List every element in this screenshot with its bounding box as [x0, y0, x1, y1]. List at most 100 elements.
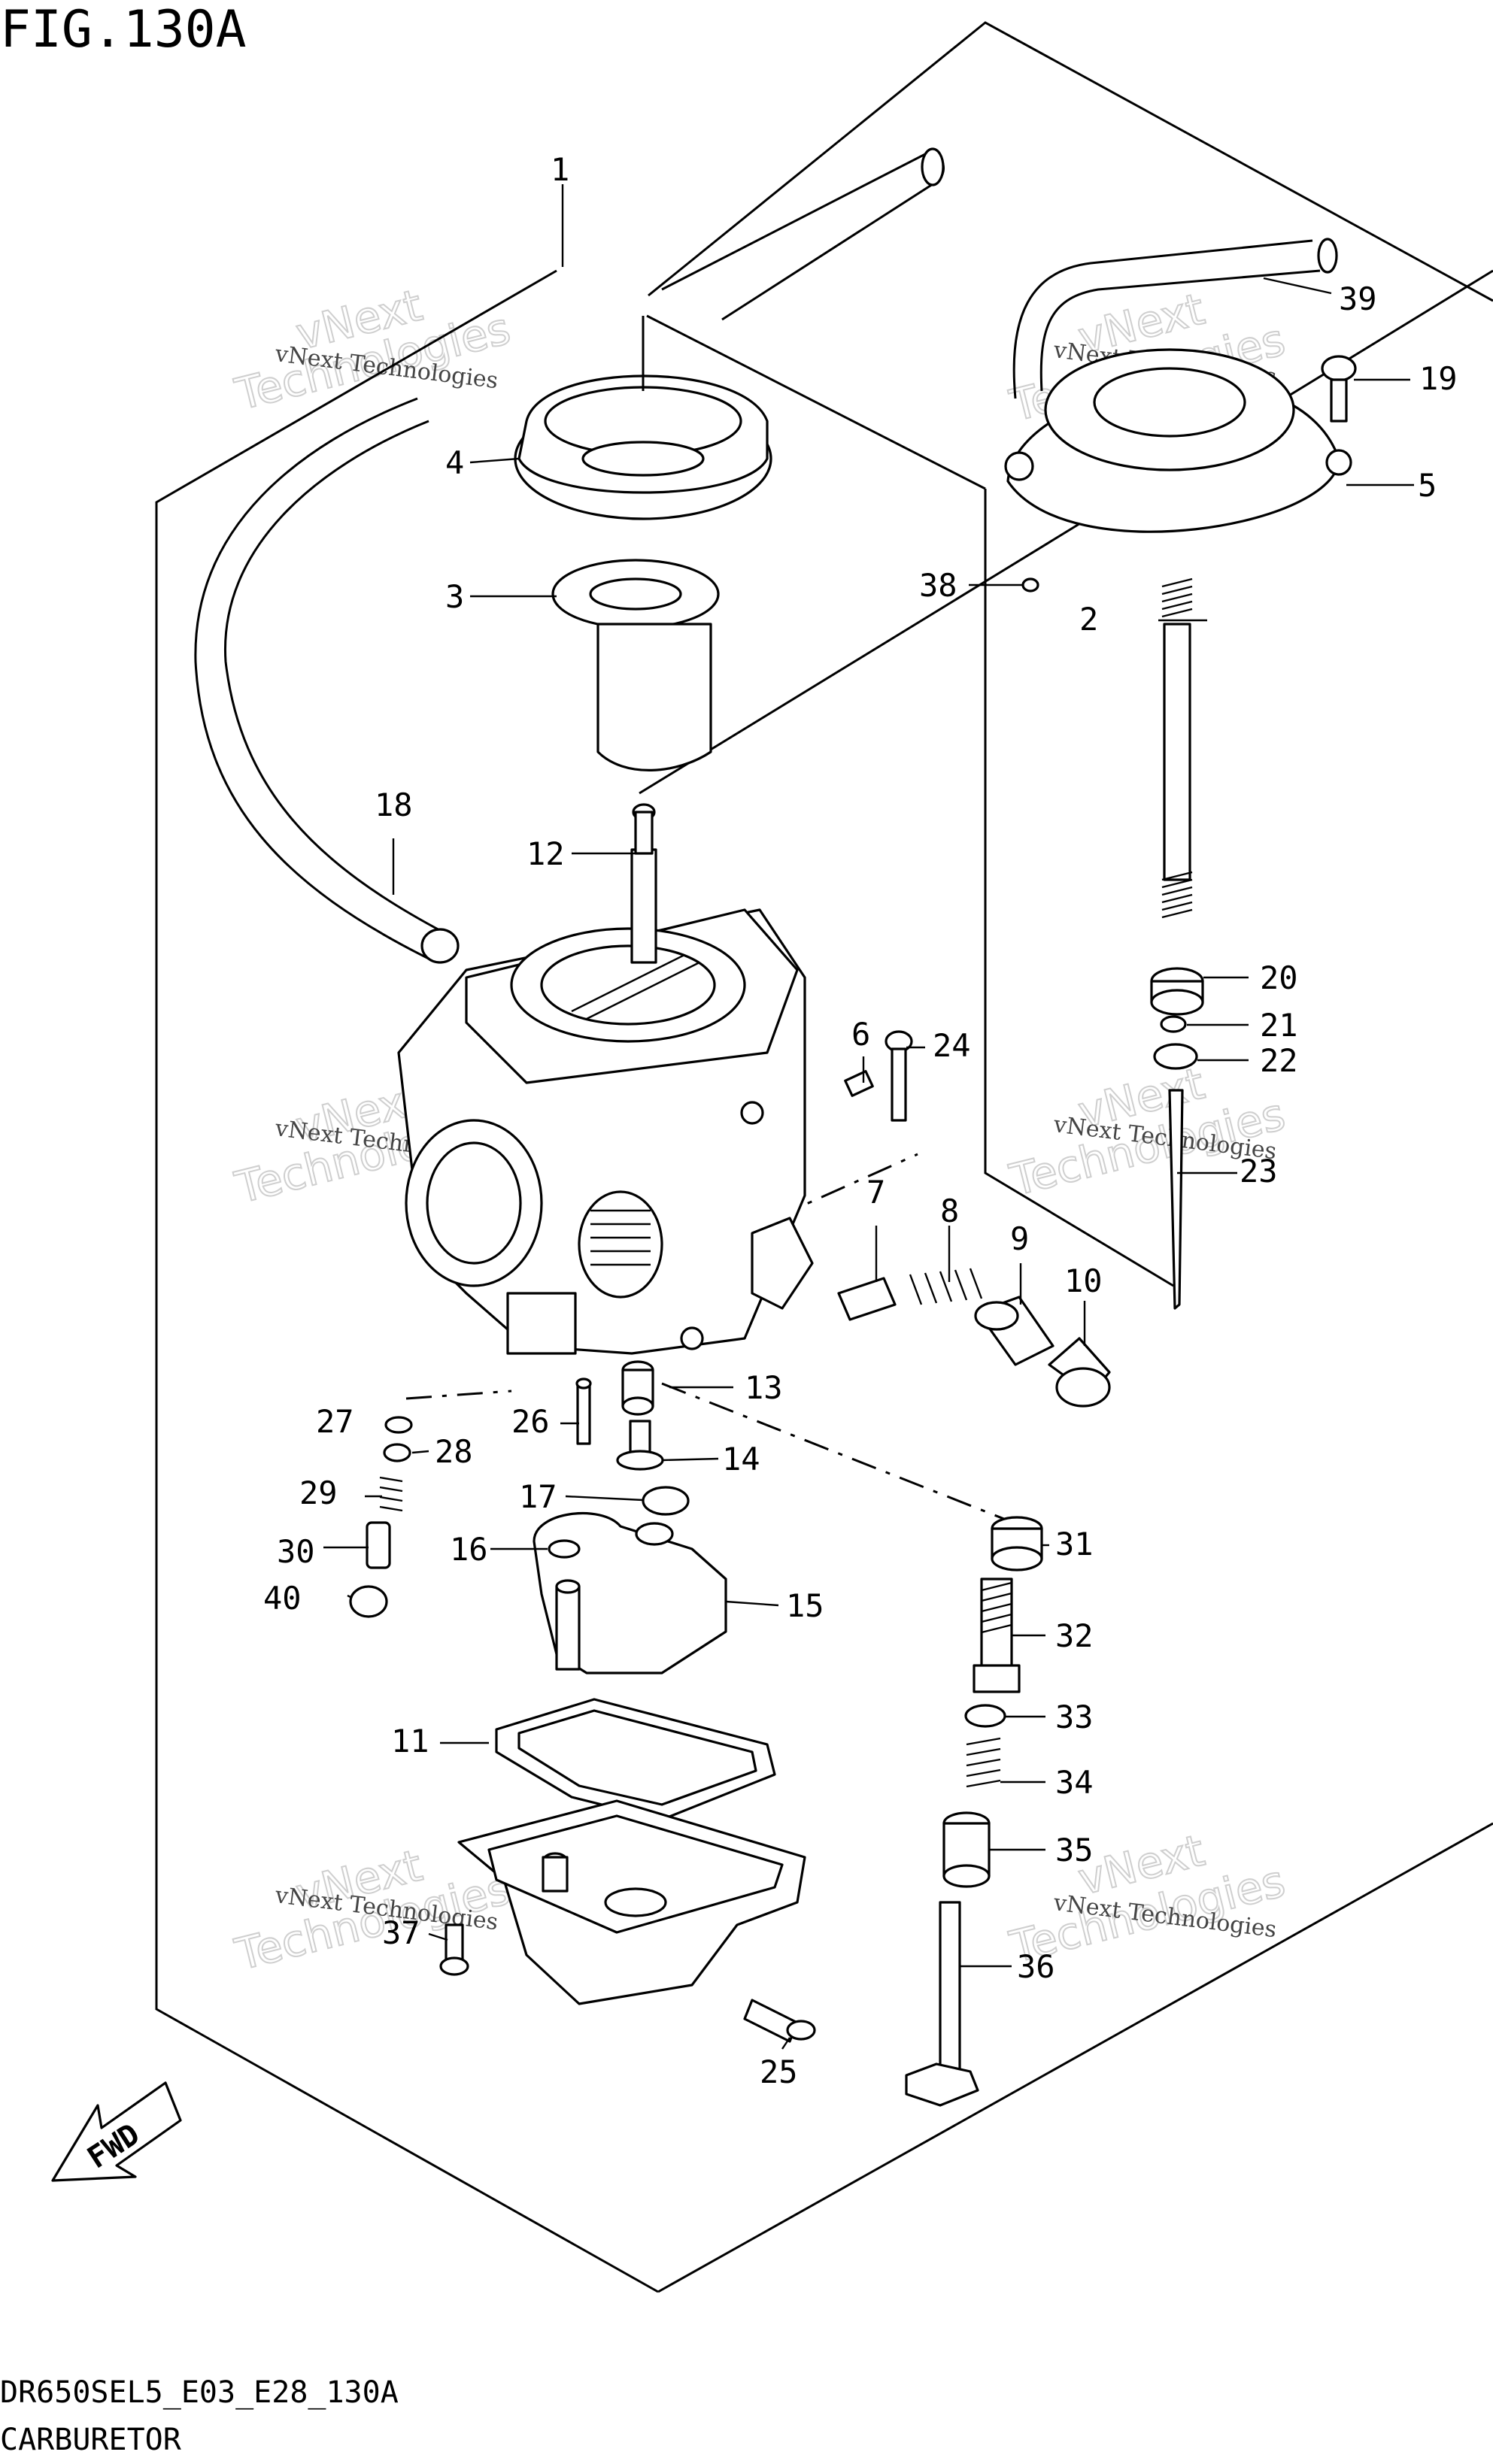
callout-19: 19 [1419, 360, 1458, 397]
assembly-outline-top [648, 21, 1493, 302]
o-ring-17 [642, 1486, 690, 1516]
hose-18 [223, 420, 445, 934]
bolt-32 [973, 1578, 1021, 1693]
callout-39: 39 [1339, 280, 1377, 317]
carburetor-body [397, 803, 814, 1355]
callout-24: 24 [933, 1027, 971, 1064]
callout-18: 18 [375, 786, 413, 823]
fitting-9 [974, 1296, 1055, 1366]
callout-1: 1 [551, 151, 569, 188]
plug-6 [844, 1070, 874, 1097]
spring-29 [379, 1476, 403, 1512]
callout-40: 40 [263, 1580, 302, 1617]
o-ring-33 [964, 1704, 1006, 1728]
callout-21: 21 [1260, 1007, 1298, 1044]
hose-39-inner [1039, 269, 1321, 392]
nut-31 [991, 1516, 1043, 1571]
hose-39-end [1317, 238, 1338, 274]
watermark-bottom-left: Technologies vNext vNext Technologies [229, 1839, 516, 1981]
assembly-outline-right-lower [657, 1822, 1493, 2293]
gasket-11 [495, 1698, 776, 1821]
leader-lines [323, 184, 1414, 2050]
callout-17: 17 [519, 1478, 557, 1515]
accelerator-pump-15 [533, 1512, 727, 1674]
screw-24 [885, 1030, 913, 1122]
callout-37: 37 [382, 1914, 420, 1951]
callout-labels: 1 2 3 4 5 6 7 8 9 10 11 12 13 14 15 16 1… [263, 151, 1458, 2090]
figure-title: FIG.130A [0, 0, 247, 59]
bolt-36 [905, 1901, 979, 2107]
assembly-outline-right [639, 269, 1493, 795]
piston-valve-3 [551, 559, 720, 771]
screw-37 [439, 1923, 469, 1976]
o-ring-27 [384, 1416, 413, 1434]
main-jet-13 [621, 1360, 654, 1416]
callout-23: 23 [1240, 1153, 1278, 1190]
callout-10: 10 [1064, 1262, 1103, 1299]
callout-15: 15 [786, 1587, 824, 1624]
callout-5: 5 [1418, 467, 1437, 504]
vent-hose-1 [661, 151, 945, 321]
o-ring-16 [548, 1539, 581, 1559]
diaphragm-4 [514, 374, 772, 520]
callout-36: 36 [1017, 1948, 1055, 1985]
callout-28: 28 [435, 1433, 473, 1470]
drain-screw-25 [743, 1999, 816, 2043]
callout-12: 12 [526, 835, 565, 872]
callout-33: 33 [1055, 1699, 1094, 1735]
callout-30: 30 [277, 1533, 315, 1570]
callout-4: 4 [445, 444, 464, 481]
callout-11: 11 [391, 1723, 429, 1759]
callout-27: 27 [316, 1403, 354, 1440]
align-line-13 [661, 1382, 1024, 1528]
vent-hose-1-end [921, 147, 945, 186]
jet-needle-23 [1168, 1089, 1184, 1310]
callout-35: 35 [1055, 1832, 1094, 1868]
callout-16: 16 [450, 1531, 488, 1568]
pilot-screw-7 [837, 1277, 897, 1321]
spacer-35 [942, 1811, 991, 1888]
washer-22 [1153, 1043, 1198, 1070]
callout-34: 34 [1055, 1764, 1094, 1801]
callout-3: 3 [445, 578, 464, 615]
spring-2 [1161, 577, 1193, 919]
cap-40 [349, 1585, 388, 1618]
callout-9: 9 [1010, 1220, 1029, 1257]
callout-13: 13 [745, 1369, 783, 1406]
hose-18-inner [194, 397, 429, 960]
callout-38: 38 [919, 567, 957, 604]
diagram-code: DR650SEL5_E03_E28_130A [0, 2375, 399, 2410]
callout-25: 25 [760, 2053, 798, 2090]
section-name: CARBURETOR [0, 2423, 182, 2457]
callout-2: 2 [1079, 601, 1098, 638]
callout-14: 14 [722, 1441, 760, 1477]
callout-8: 8 [940, 1193, 959, 1229]
clip-21 [1160, 1015, 1187, 1033]
callout-6: 6 [851, 1016, 870, 1053]
hose-18-end [420, 928, 460, 964]
screw-30 [366, 1521, 391, 1569]
callout-7: 7 [866, 1174, 885, 1211]
hose-39 [1012, 239, 1313, 399]
inner-frame [646, 314, 986, 490]
fwd-arrow-icon: FWD [51, 2081, 182, 2182]
callout-26: 26 [511, 1403, 550, 1440]
screw-19 [1321, 355, 1357, 423]
seat-20 [1150, 967, 1204, 1016]
callout-31: 31 [1055, 1526, 1094, 1562]
callout-20: 20 [1260, 959, 1298, 996]
spring-34 [966, 1737, 1001, 1788]
assembly-outline [155, 269, 659, 2293]
callout-32: 32 [1055, 1617, 1094, 1654]
jet-26 [575, 1377, 592, 1445]
washer-28 [383, 1443, 411, 1462]
align-line-27 [405, 1390, 512, 1400]
cap-10 [1048, 1337, 1111, 1408]
callout-22: 22 [1260, 1042, 1298, 1079]
watermark-top-left: Technologies vNext vNext Technologies [229, 279, 516, 421]
spring-8 [909, 1268, 983, 1305]
callout-29: 29 [299, 1474, 338, 1511]
top-cap-5 [1004, 348, 1352, 533]
float-chamber [457, 1799, 806, 2005]
